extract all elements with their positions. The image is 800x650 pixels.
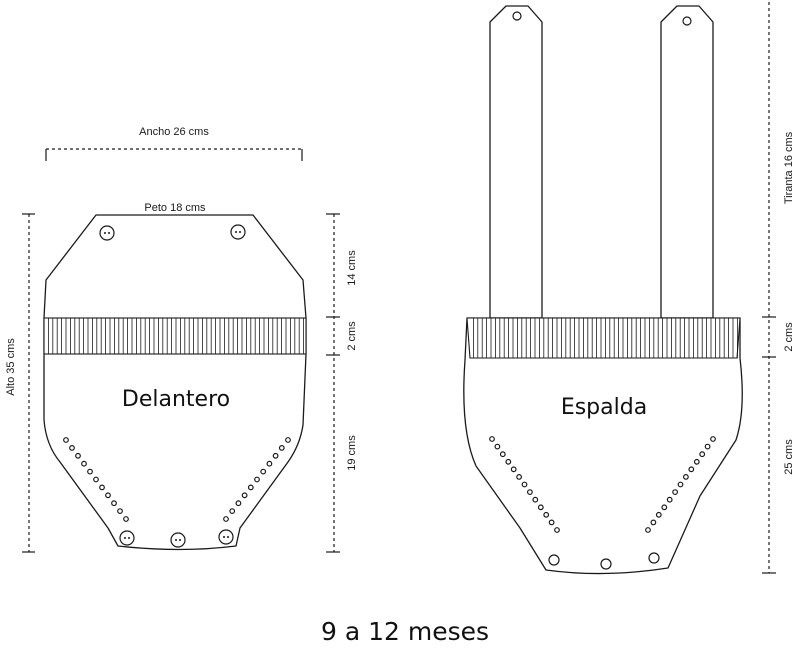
front-band-label: 2 cms	[346, 321, 358, 351]
back-hole-bottom-right	[648, 552, 660, 564]
lace-hole	[645, 527, 651, 533]
lace-hole	[223, 516, 229, 522]
lace-hole	[111, 500, 117, 507]
lace-hole	[63, 437, 69, 443]
lace-hole	[537, 504, 544, 511]
front-button-right	[230, 224, 246, 240]
lace-hole	[285, 437, 291, 443]
lace-hole	[123, 516, 129, 522]
front-piece: Ancho 26 cms Peto 18 cms	[5, 126, 358, 553]
lace-hole	[543, 511, 550, 518]
front-bib-label: Peto 18 cms	[144, 202, 206, 214]
back-strap-left-hole	[512, 11, 522, 21]
lace-hole	[666, 496, 673, 503]
front-title: Delantero	[122, 387, 230, 412]
front-outline	[43, 214, 307, 551]
lace-hole	[254, 476, 260, 483]
lace-hole	[672, 489, 678, 496]
lace-hole	[661, 504, 668, 511]
back-hole-bottom-left	[548, 554, 560, 566]
front-button-left	[99, 225, 115, 241]
back-lace-holes-right	[645, 436, 716, 533]
size-caption: 9 a 12 meses	[321, 617, 489, 646]
lace-hole	[677, 481, 684, 488]
front-button-bottom-right	[218, 529, 234, 545]
front-button-bottom-center	[170, 532, 186, 548]
lace-hole	[510, 466, 517, 473]
back-outline	[463, 317, 743, 575]
front-height-label: Alto 35 cms	[5, 338, 17, 396]
lace-hole	[655, 511, 662, 518]
lace-hole	[699, 451, 706, 458]
front-width-label: Ancho 26 cms	[139, 126, 209, 138]
lace-hole	[693, 458, 700, 465]
front-button-bottom-left	[119, 530, 135, 546]
lace-hole	[521, 481, 528, 488]
lace-hole	[260, 468, 267, 475]
back-lace-holes-left	[489, 436, 560, 533]
lace-hole	[93, 476, 99, 483]
front-rib-band	[43, 317, 307, 355]
lace-hole	[704, 443, 711, 450]
back-title: Espalda	[561, 395, 647, 420]
lace-hole	[87, 468, 93, 475]
back-strap-right	[660, 5, 714, 319]
front-height-dimension: Alto 35 cms	[5, 213, 35, 553]
front-width-dimension: Ancho 26 cms	[45, 126, 303, 161]
lace-hole	[516, 474, 522, 480]
back-rib-band	[466, 317, 741, 359]
lace-hole	[489, 436, 495, 442]
back-piece: Espalda Tiranta 16 cms 2 cms 25 cms	[463, 2, 795, 575]
lace-hole	[505, 458, 512, 465]
lace-hole	[105, 492, 111, 499]
lace-hole	[69, 445, 75, 451]
lace-hole	[554, 527, 560, 533]
lace-hole	[229, 508, 236, 515]
lace-hole	[241, 492, 248, 499]
lace-hole	[247, 484, 254, 491]
lace-hole	[527, 489, 533, 496]
lace-hole	[532, 496, 539, 503]
front-side-dimensions: 14 cms 2 cms 19 cms	[326, 213, 358, 553]
front-upper-label: 14 cms	[346, 250, 358, 286]
front-lace-holes-right	[223, 437, 291, 522]
lace-hole	[117, 508, 123, 515]
back-side-dimensions: Tiranta 16 cms 2 cms 25 cms	[762, 2, 795, 574]
lace-hole	[75, 452, 81, 459]
lace-hole	[650, 519, 657, 526]
back-hole-bottom-center	[600, 558, 612, 570]
lace-hole	[272, 452, 279, 459]
lace-hole	[683, 474, 689, 480]
back-strap-label: Tiranta 16 cms	[783, 131, 795, 204]
lace-hole	[81, 460, 87, 467]
lace-hole	[710, 436, 716, 442]
lace-hole	[235, 500, 242, 507]
back-band-label: 2 cms	[783, 322, 795, 352]
front-lace-holes-left	[63, 437, 129, 522]
lace-hole	[548, 519, 555, 526]
lace-hole	[499, 451, 506, 458]
back-strap-right-hole	[682, 16, 692, 26]
lace-hole	[99, 484, 105, 491]
front-lower-label: 19 cms	[346, 435, 358, 471]
lace-hole	[494, 443, 501, 450]
back-lower-label: 25 cms	[783, 439, 795, 475]
lace-hole	[266, 460, 273, 467]
lace-hole	[278, 445, 285, 451]
back-strap-left	[489, 5, 543, 319]
lace-hole	[688, 466, 695, 473]
